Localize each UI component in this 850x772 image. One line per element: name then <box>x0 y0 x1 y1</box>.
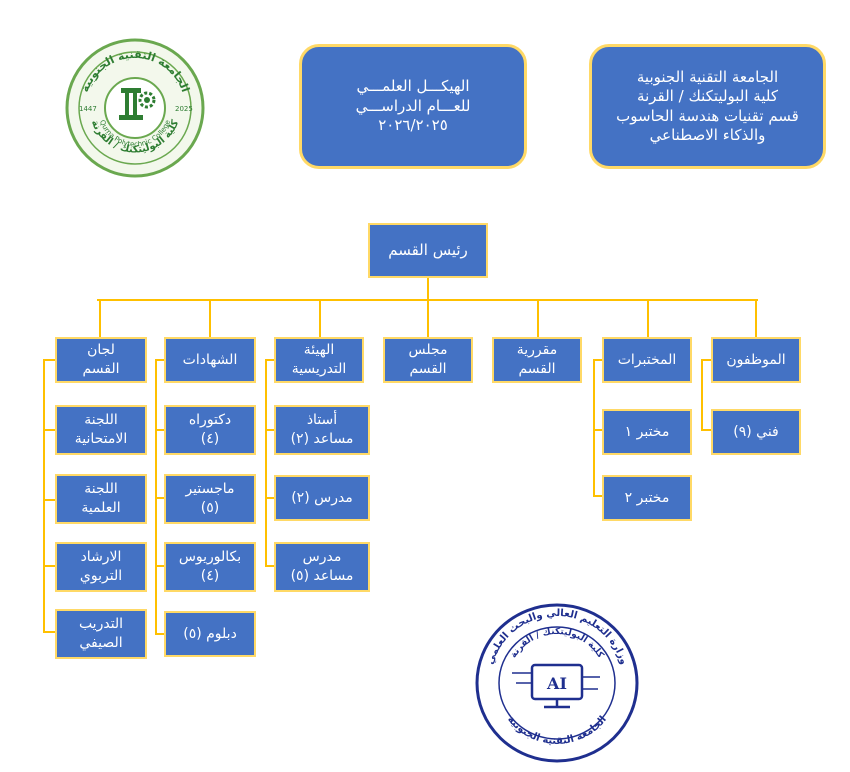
faculty-spine <box>265 359 276 567</box>
svg-text:كلية البوليتكنك / القرنة: كلية البوليتكنك / القرنة <box>509 627 606 661</box>
faculty-child: أستاذ مساعد (٢) <box>274 405 370 455</box>
committees-spine <box>43 359 56 633</box>
logo-year-right: 2025 <box>175 105 193 113</box>
degrees-child: بكالوريوس (٤) <box>164 542 256 592</box>
stamp-inner-text: كلية البوليتكنك / القرنة <box>509 627 606 661</box>
staff-spine <box>701 359 712 431</box>
svg-text:الجامعة التقنية الجنوبية: الجامعة التقنية الجنوبية <box>505 714 609 747</box>
labs-spine <box>593 359 604 497</box>
pillar-icon <box>119 88 143 120</box>
committees-child: اللجنة العلمية <box>55 474 147 524</box>
branch-staff: الموظفون <box>711 337 801 383</box>
title-box: الهيكـــل العلمـــي للعـــام الدراســـي … <box>299 44 527 169</box>
faculty-child: مدرس (٢) <box>274 475 370 521</box>
logo-year-left: 1447 <box>79 105 97 113</box>
labs-child: مختبر ١ <box>602 409 692 455</box>
stamp-bottom-text: الجامعة التقنية الجنوبية <box>505 714 609 747</box>
monitor-icon <box>512 663 600 709</box>
committees-child: التدريب الصيفي <box>55 609 147 659</box>
degrees-child: ماجستير (٥) <box>164 474 256 524</box>
committees-child: اللجنة الامتحانية <box>55 405 147 455</box>
degrees-child: دكتوراه (٤) <box>164 405 256 455</box>
branch-committees: لجان القسم <box>55 337 147 383</box>
branch-council: مجلس القسم <box>383 337 473 383</box>
college-logo: الجامعة التقنية الجنوبية Qurna Polytechn… <box>65 38 205 178</box>
faculty-child: مدرس مساعد (٥) <box>274 542 370 592</box>
university-box: الجامعة التقنية الجنوبية كلية البوليتكنك… <box>589 44 826 169</box>
branch-faculty: الهيئة التدريسية <box>274 337 364 383</box>
branch-rapporteur: مقررية القسم <box>492 337 582 383</box>
stamp-ai-text: AI <box>546 674 567 693</box>
staff-child: فني (٩) <box>711 409 801 455</box>
committees-child: الارشاد التربوي <box>55 542 147 592</box>
branch-degrees: الشهادات <box>164 337 256 383</box>
root-node: رئيس القسم <box>368 223 488 278</box>
branch-labs: المختبرات <box>602 337 692 383</box>
labs-child: مختبر ٢ <box>602 475 692 521</box>
degrees-child: دبلوم (٥) <box>164 611 256 657</box>
department-stamp: وزارة التعليم العالي والبحث العلمي كلية … <box>475 603 639 763</box>
gear-icon <box>138 91 156 109</box>
